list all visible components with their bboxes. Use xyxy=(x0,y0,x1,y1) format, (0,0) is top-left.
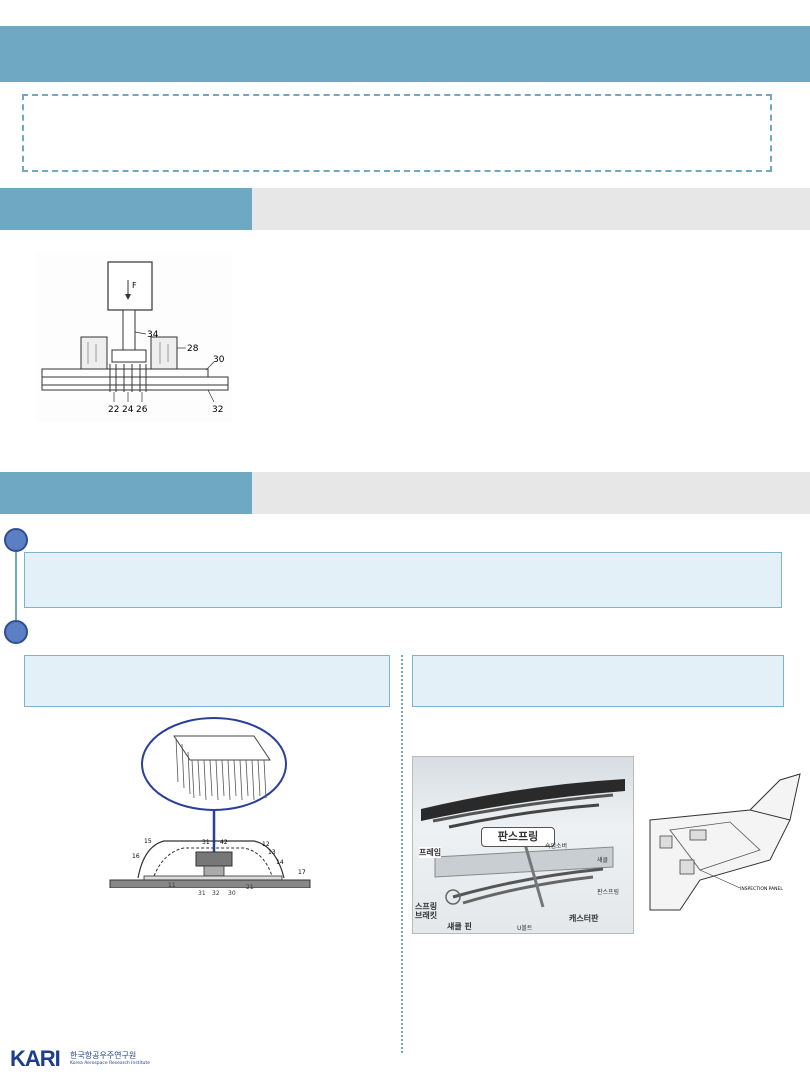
timeline-dot-1 xyxy=(4,528,28,552)
plate-spring-small-label: 판스프링 xyxy=(597,889,620,896)
label-11: 11 xyxy=(168,882,176,889)
section-2-band xyxy=(252,472,810,514)
column-divider xyxy=(401,655,403,1053)
shackle-label: 섀클 xyxy=(597,857,609,864)
label-32b: 32 xyxy=(212,890,220,897)
label-31: 31 xyxy=(198,890,206,897)
label-30: 30 xyxy=(213,355,225,365)
timeline-connector xyxy=(15,540,17,632)
kari-logo-korean: 한국항공우주연구원 xyxy=(70,1051,137,1060)
shackle-pin-label: 섀클 핀 xyxy=(447,922,472,931)
section-1-band xyxy=(252,188,810,230)
section-2-info-box xyxy=(24,552,782,608)
spring-bracket-label: 스프링 브래킷 xyxy=(415,902,437,920)
label-26: 26 xyxy=(136,405,148,415)
spring-bracket-label-line1: 스프링 xyxy=(415,902,438,911)
summary-box xyxy=(22,94,772,172)
patent-figure-pin-array: 15 16 31 42 12 13 14 17 xyxy=(109,717,311,888)
page-title-bar xyxy=(0,26,810,82)
label-30b: 30 xyxy=(228,890,236,897)
left-subsection-box xyxy=(24,655,390,707)
label-24: 24 xyxy=(122,405,134,415)
label-32: 32 xyxy=(212,405,223,415)
shock-absorber-label: 쇽업소버 xyxy=(545,843,568,850)
leaf-spring-title: 판스프링 xyxy=(481,827,555,847)
section-1-heading xyxy=(0,188,252,230)
section-2-heading xyxy=(0,472,252,514)
label-34: 34 xyxy=(147,330,159,340)
label-31a: 31 xyxy=(202,839,210,846)
label-15: 15 xyxy=(144,838,152,845)
caster-plate-label: 캐스터판 xyxy=(569,914,599,923)
label-13: 13 xyxy=(268,849,276,856)
figure2-bottom-labels: 11 31 32 30 21 xyxy=(110,882,310,900)
inspection-panel-label: INSPECTION PANEL xyxy=(740,886,783,892)
aircraft-tail-figure: INSPECTION PANEL xyxy=(649,773,801,911)
label-28: 28 xyxy=(187,344,199,354)
right-subsection-box xyxy=(412,655,784,707)
label-16: 16 xyxy=(132,853,140,860)
label-22: 22 xyxy=(108,405,119,415)
label-42: 42 xyxy=(220,839,228,846)
label-14: 14 xyxy=(276,859,284,866)
kari-logo-english: Korea Aerospace Research Institute xyxy=(70,1061,150,1066)
leaf-spring-drawing xyxy=(421,779,625,908)
kari-logo: KARI 한국항공우주연구원 Korea Aerospace Research … xyxy=(10,1044,180,1074)
patent-figure-joint: F 34 28 30 22 24 26 32 xyxy=(36,252,232,422)
spring-bracket-label-line2: 브래킷 xyxy=(415,911,438,920)
label-21: 21 xyxy=(246,884,254,891)
label-12: 12 xyxy=(262,841,270,848)
frame-label: 프레임 xyxy=(419,847,442,858)
leaf-spring-image: 판스프링 프레임 스프링 브래킷 섀클 핀 캐스터판 U볼트 섀클 판스프링 쇽… xyxy=(412,756,634,934)
timeline-dot-2 xyxy=(4,620,28,644)
kari-logo-mark: KARI xyxy=(10,1046,61,1071)
label-17: 17 xyxy=(298,869,306,876)
label-force: F xyxy=(132,281,137,290)
u-bolt-label: U볼트 xyxy=(517,925,533,932)
